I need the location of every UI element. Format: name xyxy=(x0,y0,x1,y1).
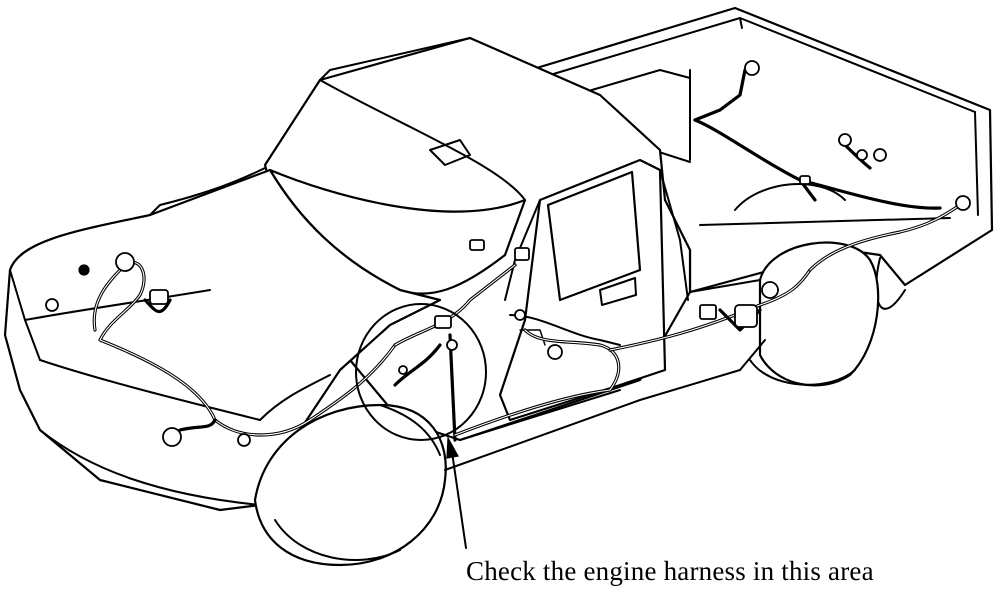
truck-front xyxy=(3,167,442,512)
front-wheel xyxy=(253,403,447,567)
inspection-circle xyxy=(355,303,487,441)
caption-text: Check the engine harness in this area xyxy=(466,556,874,586)
side-body xyxy=(444,279,766,471)
harness-connectors xyxy=(45,60,971,447)
callout-arrow xyxy=(446,435,467,549)
rear-wheel xyxy=(749,241,880,387)
